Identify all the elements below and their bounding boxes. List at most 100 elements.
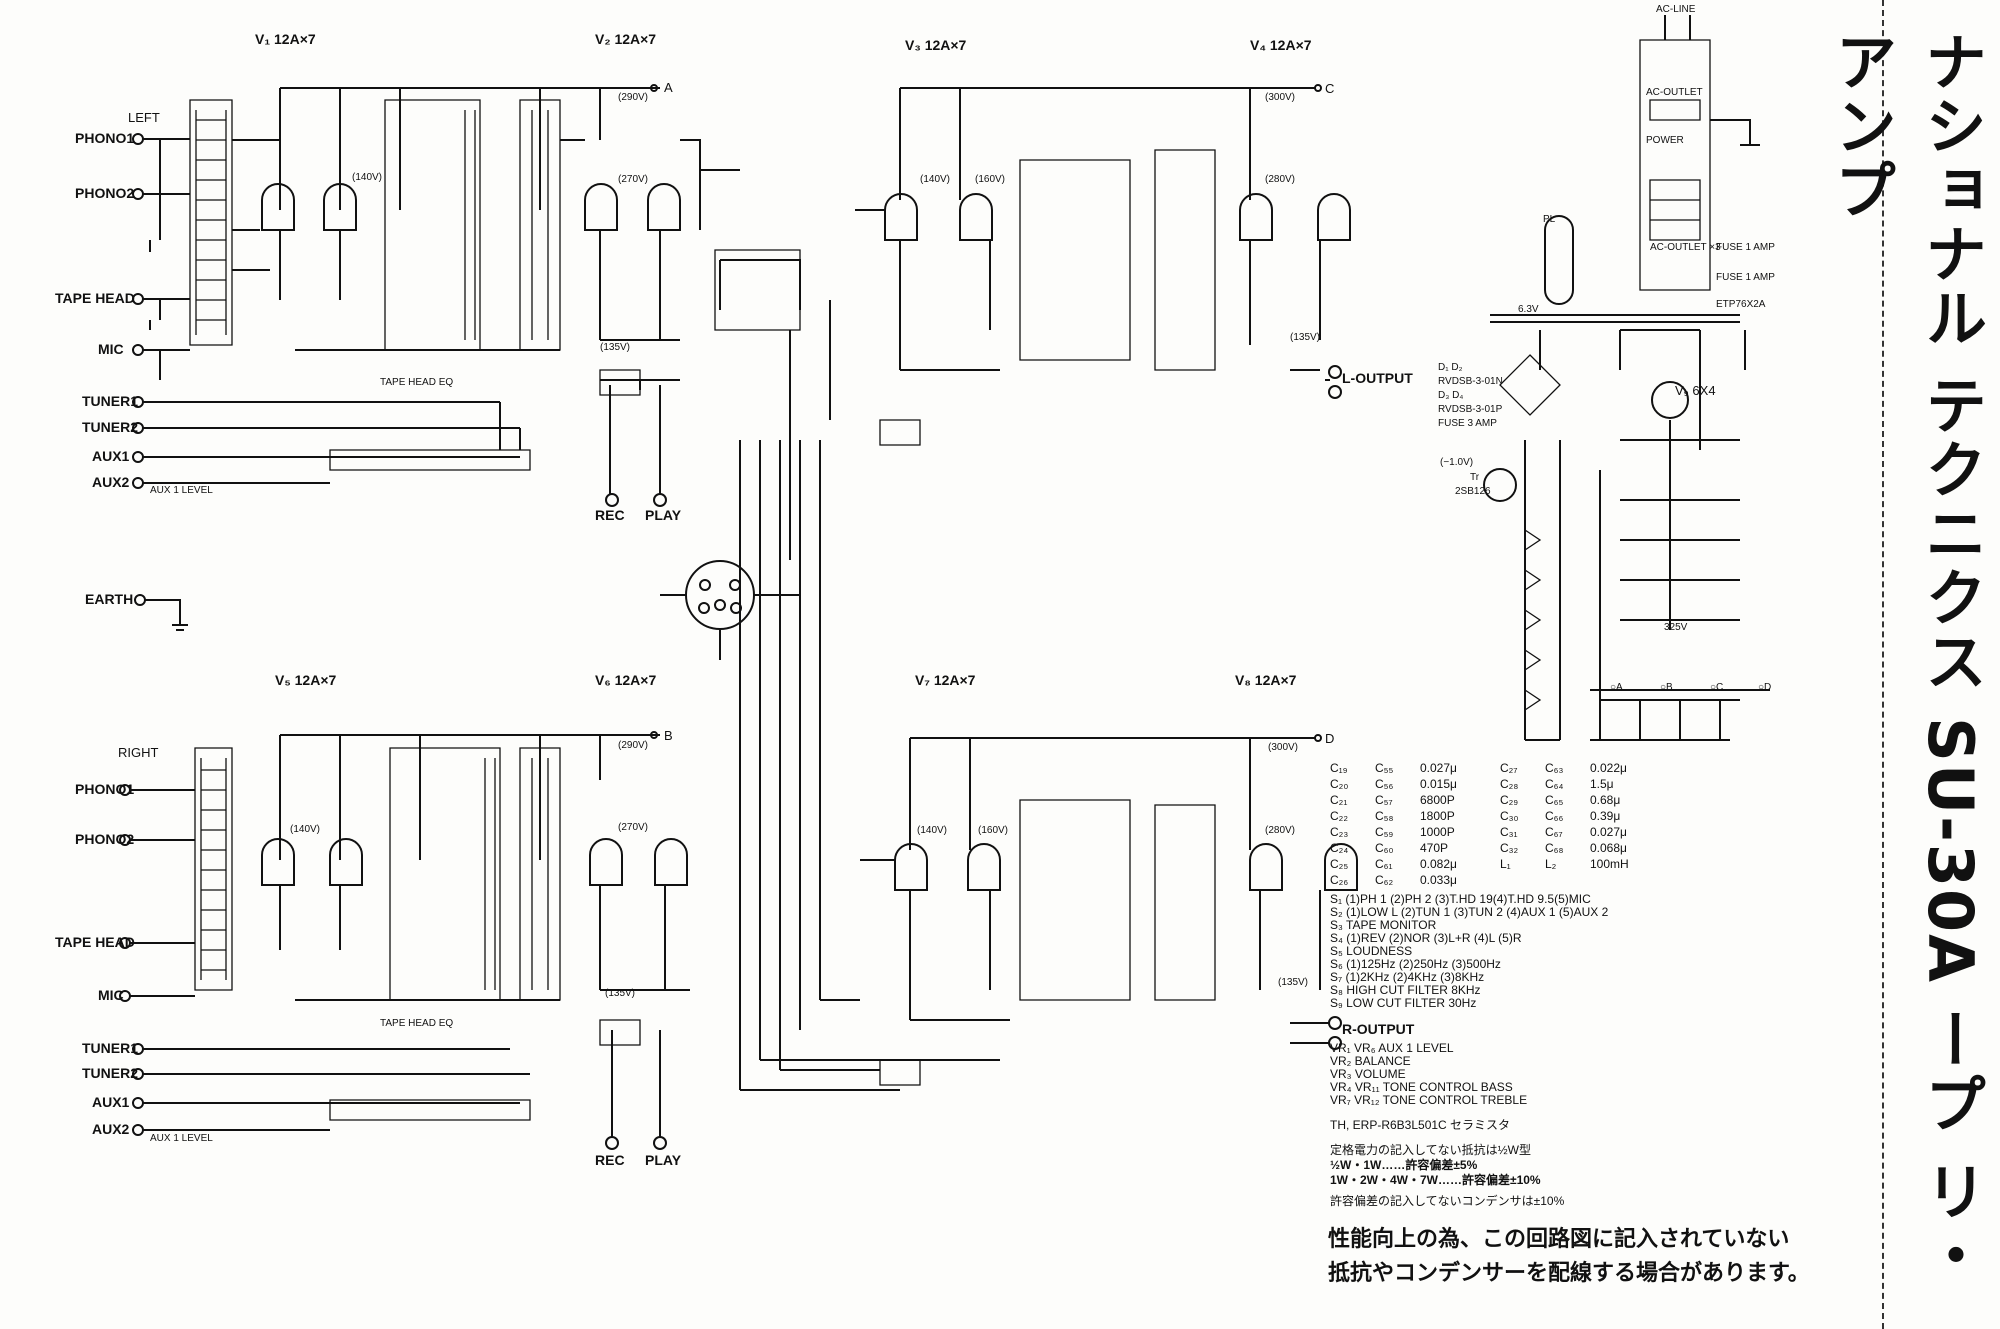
cap-table-cell: C₆₅ — [1545, 793, 1564, 807]
tape-head-eq-left: TAPE HEAD EQ — [380, 377, 453, 388]
rail-300v-left: (300V) — [1265, 92, 1295, 103]
rail-270v-left: (270V) — [618, 174, 648, 185]
diodes1-label: D₁ D₂ — [1438, 362, 1463, 373]
cap-table-cell: C₂₂ — [1330, 809, 1348, 823]
tube-v3 — [884, 193, 993, 241]
input-phono1: PHONO1 — [75, 130, 134, 146]
cap-table-cell: C₃₀ — [1500, 809, 1519, 823]
cap-table-cell — [1545, 872, 1590, 888]
transformer-label: ETP76X2A — [1716, 299, 1766, 310]
ac-outlet-x3-label: AC-OUTLET ×3 — [1650, 242, 1721, 253]
rail-140v-d: (140V) — [917, 825, 947, 836]
switch-legend: S₁ (1)PH 1 (2)PH 2 (3)T.HD 19(4)T.HD 9.5… — [1330, 893, 1830, 1010]
rail-290v-left: (290V) — [618, 92, 648, 103]
cap-table-cell — [1500, 872, 1545, 888]
tolerance-notes: TH, ERP-R6B3L501C セラミスタ 定格電力の記入してない抵抗は½W… — [1330, 1118, 1760, 1209]
pilot-lamp-voltage: 6.3V — [1518, 304, 1539, 315]
right-aux-level-label: AUX 1 LEVEL — [150, 1133, 213, 1144]
rail-140v-c: (140V) — [920, 174, 950, 185]
tube-v2 — [584, 183, 681, 231]
diodes2-label: D₃ D₄ — [1438, 390, 1463, 401]
cap-table-cell: C₆₈ — [1545, 841, 1564, 855]
r-output-label: R-OUTPUT — [1342, 1021, 1415, 1037]
tube-v1 — [261, 183, 357, 231]
cap-table-cell: C₃₁ — [1500, 825, 1518, 839]
switch-legend-line: S₁ (1)PH 1 (2)PH 2 (3)T.HD 19(4)T.HD 9.5… — [1330, 892, 1591, 906]
diodes1-part: RVDSB-3-01N — [1438, 376, 1503, 387]
cap-table-cell: 0.39μ — [1590, 809, 1621, 823]
input-phono2-r: PHONO2 — [75, 831, 134, 847]
switch-legend-line: S₉ LOW CUT FILTER 30Hz — [1330, 996, 1477, 1010]
bias-voltage: (−1.0V) — [1440, 457, 1473, 468]
note-line: 定格電力の記入してない抵抗は½W型 — [1330, 1143, 1531, 1157]
input-aux1-r: AUX1 — [92, 1094, 130, 1110]
bottom-note-line: 性能向上の為、この回路図に記入されていない — [1328, 1226, 1790, 1251]
cap-table-cell: C₅₇ — [1375, 793, 1393, 807]
cap-table-cell: C₅₉ — [1375, 825, 1394, 839]
tube-label-v6: V₆ 12A×7 — [595, 672, 656, 688]
cap-table-cell: 0.68μ — [1590, 793, 1621, 807]
cap-table-cell: 100mH — [1590, 857, 1629, 871]
left-input-jacks: PHONO1 PHONO2 TAPE HEAD MIC TUNER1 TUNER… — [55, 130, 144, 490]
vr-legend-line: VR₄ VR₁₁ TONE CONTROL BASS — [1330, 1080, 1513, 1094]
bottom-note-line: 抵抗やコンデンサーを配線する場合があります。 — [1328, 1260, 1810, 1285]
cap-table-cell: C₆₀ — [1375, 841, 1394, 855]
cap-table-cell: C₂₇ — [1500, 761, 1518, 775]
cap-table-cell: 0.033μ — [1420, 873, 1457, 887]
play-left: PLAY — [645, 507, 682, 523]
cap-table-cell: C₂₈ — [1500, 777, 1519, 791]
rail-270v-right: (270V) — [618, 822, 648, 833]
potentiometer-legend: VR₁ VR₆ AUX 1 LEVEL VR₂ BALANCE VR₃ VOLU… — [1330, 1042, 1710, 1107]
rail-135v-right: (135V) — [605, 988, 635, 999]
vr-legend-line: VR₇ VR₁₂ TONE CONTROL TREBLE — [1330, 1093, 1528, 1107]
ac-line-label: AC-LINE — [1656, 4, 1696, 15]
page-title: ナショナル テクニクス SU-30A ープ リ・アンプ — [1824, 30, 1987, 1288]
right-input-jacks: PHONO1 PHONO2 TAPE HEAD MIC TUNER1 TUNER… — [55, 781, 144, 1137]
cap-table-cell: 1000P — [1420, 825, 1455, 839]
tube-label-v8: V₈ 12A×7 — [1235, 672, 1297, 688]
cap-table-cell: 1800P — [1420, 809, 1455, 823]
cap-table-cell: C₅₆ — [1375, 777, 1394, 791]
input-mic: MIC — [98, 341, 124, 357]
switch-legend-line: S₂ (1)LOW L (2)TUN 1 (3)TUN 2 (4)AUX 1 (… — [1330, 905, 1609, 919]
rec-right: REC — [595, 1152, 625, 1168]
rail-d-label: D — [1325, 731, 1334, 746]
rail-135v-d: (135V) — [1278, 977, 1308, 988]
rail-160v-c: (160V) — [975, 174, 1005, 185]
cap-table-cell: C₂₀ — [1330, 777, 1349, 791]
input-tuner1: TUNER1 — [82, 393, 138, 409]
left-aux-level-label: AUX 1 LEVEL — [150, 485, 213, 496]
vr-legend-line: VR₃ VOLUME — [1330, 1067, 1406, 1081]
cap-table-cell: 0.015μ — [1420, 777, 1457, 791]
cap-table-cell: C₅₈ — [1375, 809, 1394, 823]
l-output-label: L-OUTPUT — [1342, 370, 1413, 386]
cap-table-cell: C₃₂ — [1500, 841, 1519, 855]
rail-280v-d: (280V) — [1265, 825, 1295, 836]
input-aux1: AUX1 — [92, 448, 130, 464]
tube-label-v1: V₁ 12A×7 — [255, 31, 316, 47]
switch-legend-line: S₄ (1)REV (2)NOR (3)L+R (4)L (5)R — [1330, 931, 1522, 945]
note-line: 1W・2W・4W・7W……許容偏差±10% — [1330, 1173, 1541, 1187]
rec-left: REC — [595, 507, 625, 523]
switch-legend-line: S₃ TAPE MONITOR — [1330, 918, 1437, 932]
cap-table-cell: C₂₆ — [1330, 873, 1349, 887]
thermistor-line: TH, ERP-R6B3L501C セラミスタ — [1330, 1118, 1511, 1132]
cap-table-cell — [1590, 872, 1670, 888]
note-line: ½W・1W……許容偏差±5% — [1330, 1158, 1478, 1172]
tube-label-v5: V₅ 12A×7 — [275, 672, 337, 688]
cut-line — [1882, 0, 1884, 1329]
rail-b-label: B — [664, 728, 673, 743]
cap-table-cell: 0.068μ — [1590, 841, 1627, 855]
tube-label-v7: V₇ 12A×7 — [915, 672, 976, 688]
tube-label-v2: V₂ 12A×7 — [595, 31, 656, 47]
bottom-note: 性能向上の為、この回路図に記入されていない 抵抗やコンデンサーを配線する場合があ… — [1328, 1222, 1908, 1290]
tape-head-eq-right: TAPE HEAD EQ — [380, 1018, 453, 1029]
